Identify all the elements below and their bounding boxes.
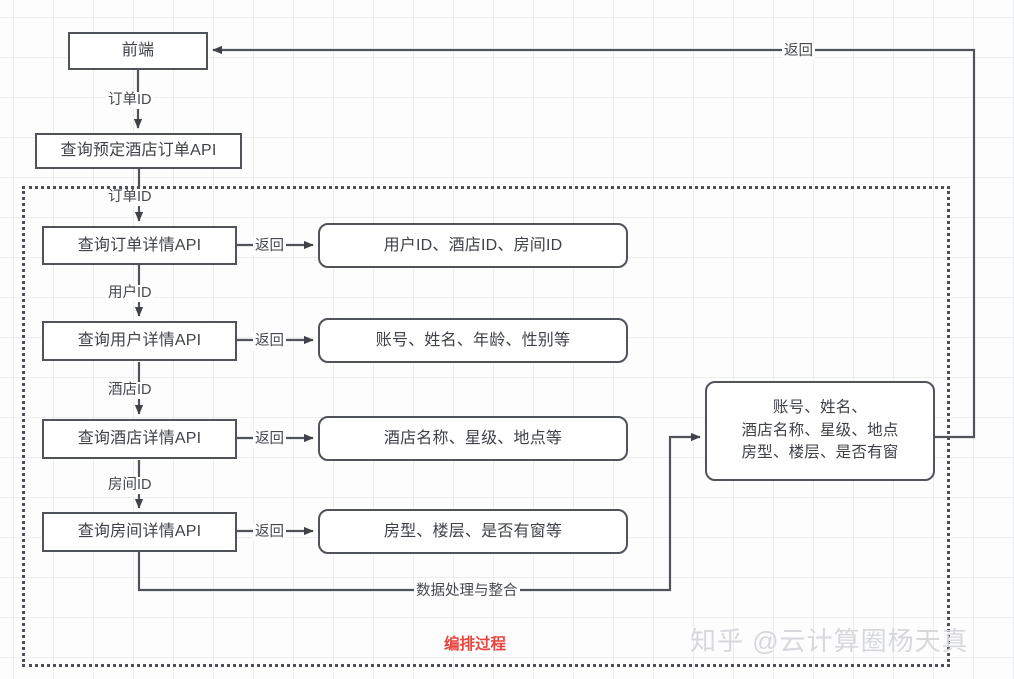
orchestration-group-label: 编排过程 bbox=[444, 636, 507, 653]
node-query-user-detail-api[interactable]: 查询用户详情API bbox=[42, 321, 237, 361]
edge-label-return-order: 返回 bbox=[253, 238, 286, 255]
node-query-room-detail-api[interactable]: 查询房间详情API bbox=[42, 512, 237, 552]
edge-label-return-to-frontend: 返回 bbox=[782, 43, 815, 60]
node-frontend[interactable]: 前端 bbox=[68, 32, 208, 70]
edge-label-return-room: 返回 bbox=[253, 524, 286, 541]
watermark-text: 知乎 @云计算圈杨天真 bbox=[690, 626, 969, 656]
edge-label-order-to-user: 用户ID bbox=[106, 285, 154, 302]
node-query-hotel-order-api[interactable]: 查询预定酒店订单API bbox=[35, 133, 242, 169]
edge-label-return-user: 返回 bbox=[253, 333, 286, 350]
edge-label-user-to-hotel: 酒店ID bbox=[106, 382, 154, 399]
node-query-hotel-detail-api[interactable]: 查询酒店详情API bbox=[42, 419, 237, 459]
node-query-order-detail-api[interactable]: 查询订单详情API bbox=[42, 226, 237, 265]
node-order-result[interactable]: 用户ID、酒店ID、房间ID bbox=[318, 223, 628, 268]
edge-label-return-hotel: 返回 bbox=[253, 431, 286, 448]
edge-label-order-api-to-detail: 订单ID bbox=[106, 189, 154, 206]
node-hotel-result[interactable]: 酒店名称、星级、地点等 bbox=[318, 416, 628, 461]
edge-label-data-merge: 数据处理与整合 bbox=[414, 583, 520, 600]
edge-label-hotel-to-room: 房间ID bbox=[106, 477, 154, 494]
edge-label-frontend-to-order-api: 订单ID bbox=[106, 92, 154, 109]
node-user-result[interactable]: 账号、姓名、年龄、性别等 bbox=[318, 318, 628, 363]
node-room-result[interactable]: 房型、楼层、是否有窗等 bbox=[318, 509, 628, 554]
node-summary-result[interactable]: 账号、姓名、 酒店名称、星级、地点 房型、楼层、是否有窗 bbox=[705, 381, 935, 481]
